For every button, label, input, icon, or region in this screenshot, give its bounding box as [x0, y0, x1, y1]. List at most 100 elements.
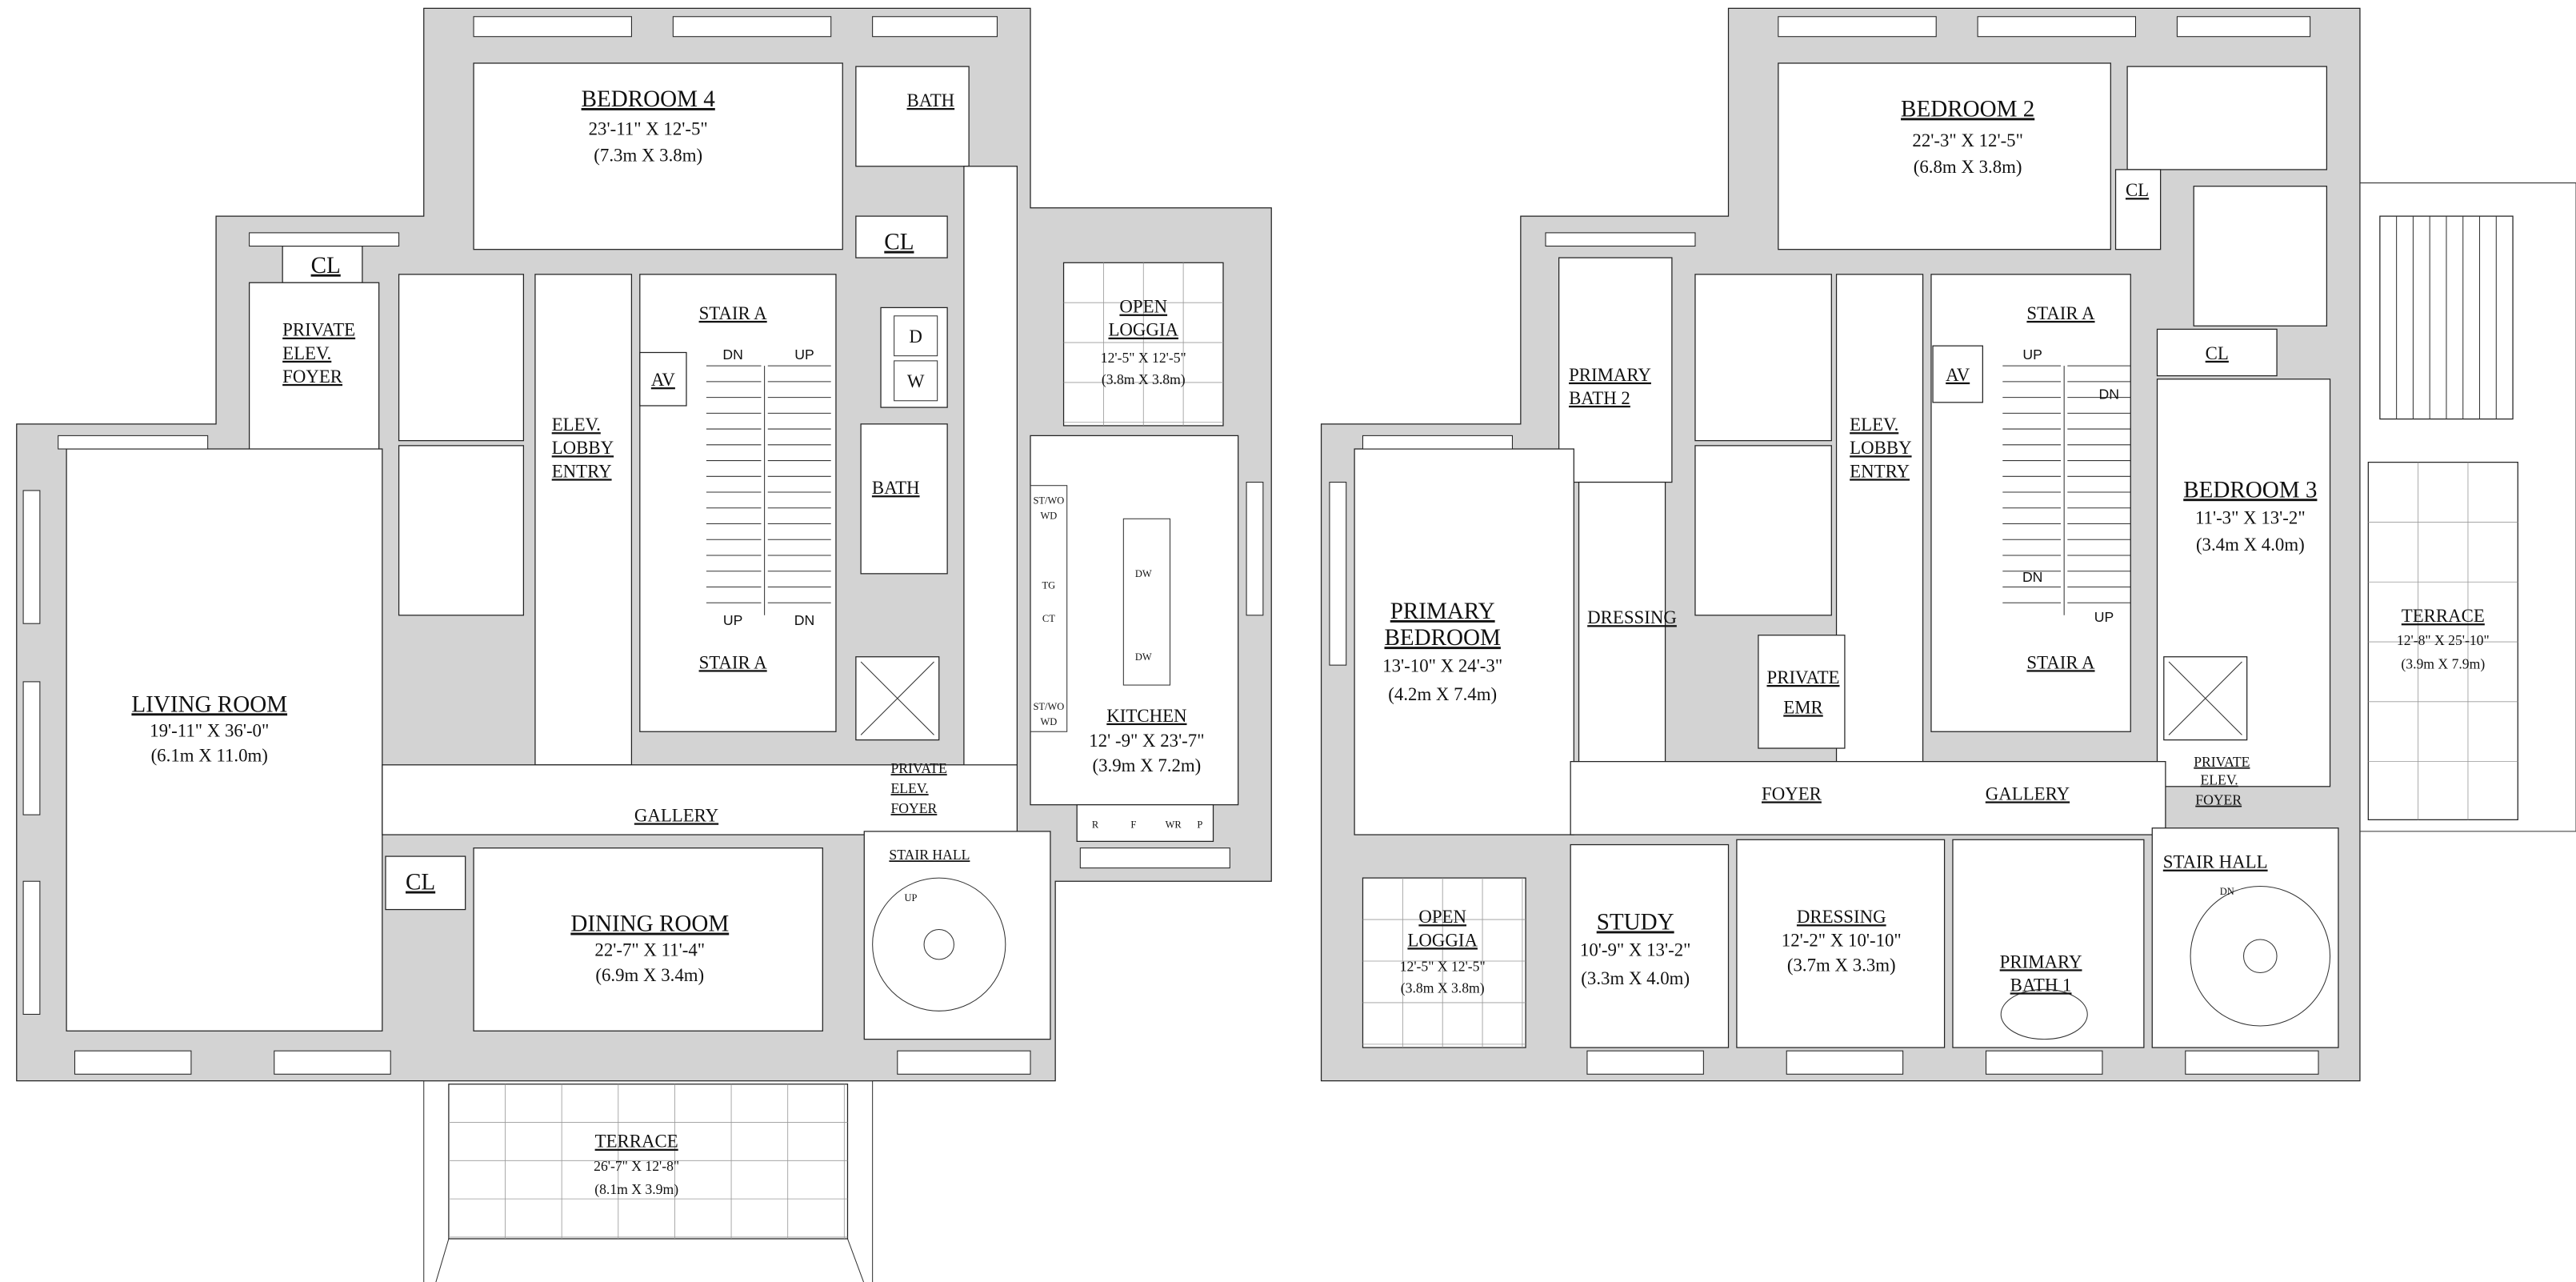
- av-label: AV: [1946, 365, 1970, 385]
- dressing-name: DRESSING: [1797, 907, 1886, 927]
- stair-dn-label: DN: [794, 612, 814, 628]
- bedroom-4-dims: 23'-11" X 12'-5": [589, 118, 708, 138]
- stair-a-bottom-label: STAIR A: [699, 652, 768, 672]
- stair-hall: [863, 831, 1051, 1040]
- primary-bath-2-line2: BATH 2: [1569, 388, 1630, 408]
- closet-bedroom-2: [2114, 169, 2162, 250]
- bedroom-2-name: BEDROOM 2: [1901, 96, 2034, 122]
- stair-up-label: UP: [2094, 609, 2114, 625]
- bedroom-3-name: BEDROOM 3: [2183, 477, 2317, 503]
- loggia-dims: 12'-5" X 12'-5": [1101, 350, 1186, 366]
- spiral-stair: [2190, 885, 2331, 1027]
- dryer: [894, 315, 938, 357]
- elevator-cab-2: [1694, 445, 1832, 616]
- closet-dining-label: CL: [406, 870, 435, 895]
- stair-a-treads: [2002, 365, 2131, 615]
- dryer-label: D: [909, 327, 922, 347]
- loggia-tiles: [1063, 262, 1223, 426]
- elev-foyer-east-line1: PRIVATE: [890, 760, 946, 776]
- terrace-floor: [448, 1084, 849, 1240]
- loggia-metric: (3.8m X 3.8m): [1102, 371, 1186, 387]
- private-emr-line2: EMR: [1783, 697, 1823, 717]
- terrace-name: TERRACE: [2402, 606, 2485, 626]
- av-label: AV: [651, 370, 676, 390]
- primary-bath-1-line1: PRIMARY: [2000, 951, 2082, 972]
- terrace-metric: (8.1m X 3.9m): [594, 1181, 678, 1197]
- living-room-name: LIVING ROOM: [131, 691, 287, 717]
- study: [1570, 843, 1730, 1048]
- loggia-line2: LOGGIA: [1108, 320, 1178, 340]
- terrace-metric: (3.9m X 7.9m): [2401, 655, 2485, 671]
- closet-dining: [385, 855, 466, 911]
- bath-top: [855, 66, 970, 167]
- dining-room: [473, 847, 823, 1032]
- living-room-dims: 19'-11" X 36'-0": [150, 720, 269, 740]
- bedroom-4-metric: (7.3m X 3.8m): [594, 146, 702, 166]
- terrace-dims: 12'-8" X 25'-10": [2397, 632, 2490, 648]
- stair-a-top-label: STAIR A: [2026, 303, 2095, 323]
- open-loggia: [1362, 877, 1526, 1048]
- ct-label: CT: [1042, 613, 1055, 624]
- dining-room-dims: 22'-7" X 11'-4": [594, 940, 705, 960]
- primary-bedroom-line1: PRIMARY: [1390, 599, 1495, 624]
- kitchen-metric: (3.9m X 7.2m): [1093, 755, 1202, 775]
- dining-room-metric: (6.9m X 3.4m): [595, 965, 704, 985]
- bedroom-3-dims: 11'-3" X 13'-2": [2195, 508, 2306, 528]
- gallery-label: GALLERY: [634, 805, 718, 825]
- elev-foyer-line3: FOYER: [2195, 792, 2242, 808]
- elev-lobby-line2: LOBBY: [1850, 438, 1911, 458]
- closet-bedroom-2-label: CL: [2126, 180, 2149, 200]
- terrace-name: TERRACE: [595, 1132, 678, 1152]
- study-metric: (3.3m X 4.0m): [1581, 968, 1690, 988]
- living-room: [66, 448, 383, 1032]
- elev-foyer-east-line3: FOYER: [890, 800, 937, 816]
- stair-dn-label: DN: [2022, 569, 2042, 585]
- primary-bath-1-line2: BATH 1: [2010, 975, 2072, 995]
- elev-foyer-west-line3: FOYER: [282, 367, 343, 387]
- refrigerator-label: R: [1092, 819, 1099, 831]
- dining-room-name: DINING ROOM: [570, 911, 729, 937]
- foyer-label: FOYER: [1762, 783, 1822, 803]
- stair-up-label: UP: [723, 612, 743, 628]
- bath-bedroom-2: [2126, 66, 2328, 170]
- spiral-up-label: UP: [904, 892, 917, 903]
- terrace-steps: [2396, 216, 2497, 419]
- wine-refrigerator-label: WR: [1166, 819, 1182, 831]
- primary-bedroom: [1354, 448, 1574, 835]
- primary-bath-1: [1952, 839, 2145, 1048]
- terrace-dims: 26'-7" X 12'-8": [594, 1158, 679, 1174]
- stair-a-treads: [706, 365, 831, 615]
- north-arrow: N: [1064, 1280, 1081, 1282]
- elev-foyer-west-line2: ELEV.: [282, 343, 331, 363]
- stwo-2-line2: WD: [1040, 716, 1057, 727]
- bath-mid: [860, 423, 948, 575]
- elev-foyer-east-line2: ELEV.: [890, 780, 928, 796]
- loggia-line1: OPEN: [1418, 907, 1466, 927]
- bathtub: [2000, 988, 2088, 1040]
- elev-lobby-line1: ELEV.: [552, 415, 601, 435]
- foyer-gallery: [1570, 761, 2166, 835]
- loggia-dims: 12'-5" X 12'-5": [1400, 958, 1486, 974]
- elev-foyer-line1: PRIVATE: [2194, 754, 2250, 770]
- stair-dn-label: DN: [2099, 387, 2119, 403]
- washer: [894, 360, 938, 402]
- terrace-parapet: [435, 1238, 865, 1282]
- stair-dn-label: DN: [722, 347, 742, 363]
- elev-lobby-line3: ENTRY: [1850, 461, 1910, 481]
- stair-up-label: UP: [794, 347, 814, 363]
- bedroom-4-name: BEDROOM 4: [582, 86, 716, 112]
- stair-a-top-label: STAIR A: [699, 303, 768, 323]
- kitchen-name: KITCHEN: [1106, 706, 1186, 726]
- private-emr-line1: PRIVATE: [1767, 667, 1840, 687]
- elev-lobby-line2: LOBBY: [552, 438, 614, 458]
- north-arrow-label: N: [1064, 1280, 1081, 1282]
- tg-label: TG: [1042, 580, 1056, 591]
- stair-up-label: UP: [2022, 347, 2042, 363]
- private-emr: [1758, 635, 1846, 749]
- bath-bedroom-3: [2193, 186, 2328, 327]
- bedroom-4: [473, 62, 843, 250]
- elev-lobby-line1: ELEV.: [1850, 415, 1898, 435]
- kitchen-counter: [1030, 485, 1068, 732]
- bath-mid-name: BATH: [872, 478, 920, 498]
- freezer-label: F: [1130, 819, 1136, 831]
